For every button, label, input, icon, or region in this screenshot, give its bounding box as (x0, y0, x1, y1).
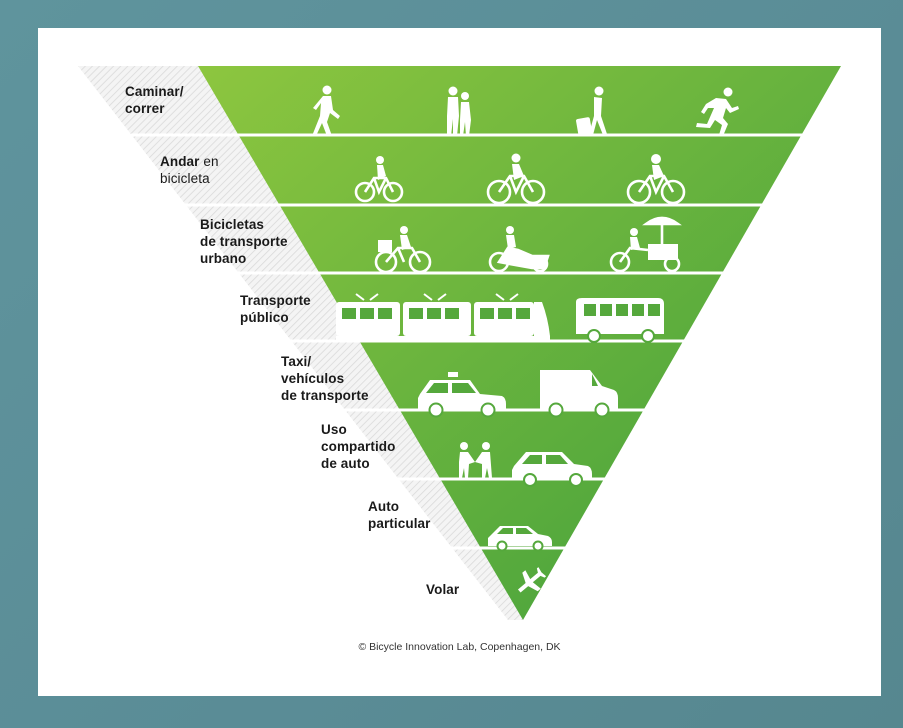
airplane-icon (517, 567, 547, 593)
taxi-icon (418, 372, 506, 418)
transit-icons (336, 293, 664, 343)
cargo-bike-long-icon (488, 226, 550, 273)
cyclist-icon (486, 153, 546, 205)
people-handing-keys-icon (459, 442, 492, 478)
taxi-icons (418, 370, 618, 418)
couple-walking-icon (447, 86, 471, 136)
label-private: Auto particular (368, 499, 431, 531)
running-person-icon (696, 87, 739, 136)
car-icon (512, 452, 592, 487)
label-walk: Caminar/ correr (125, 84, 184, 116)
credit-line: © Bicycle Innovation Lab, Copenhagen, DK (358, 641, 561, 653)
walking-person-icon (312, 85, 340, 136)
cargo-icons (374, 216, 682, 274)
label-transit: Transporte público (240, 293, 311, 325)
tram-icon (336, 293, 550, 340)
private-icons (488, 526, 552, 552)
label-bike: Andar en bicicleta (160, 154, 219, 186)
transport-pyramid (78, 66, 841, 620)
person-with-suitcase-icon (576, 86, 607, 136)
infographic-card: Caminar/ correr Andar en bicicleta Bicic… (38, 28, 881, 696)
van-icon (540, 370, 618, 418)
bus-icon (576, 298, 664, 343)
walk-icons (312, 85, 739, 136)
vendor-bike-umbrella-icon (609, 216, 682, 273)
carshare-icons (459, 442, 592, 487)
cargo-bike-front-box-icon (374, 226, 432, 274)
fly-icons (517, 567, 547, 593)
label-carshare: Uso compartido de auto (321, 422, 396, 471)
label-taxi: Taxi/ vehículos de transporte (281, 354, 369, 403)
cyclist-icon (354, 156, 404, 203)
label-fly: Volar (426, 582, 460, 597)
label-cargo: Bicicletas de transporte urbano (200, 217, 288, 266)
small-car-icon (488, 526, 552, 552)
cyclist-with-helmet-icon (626, 154, 686, 205)
bike-icons (354, 153, 686, 205)
